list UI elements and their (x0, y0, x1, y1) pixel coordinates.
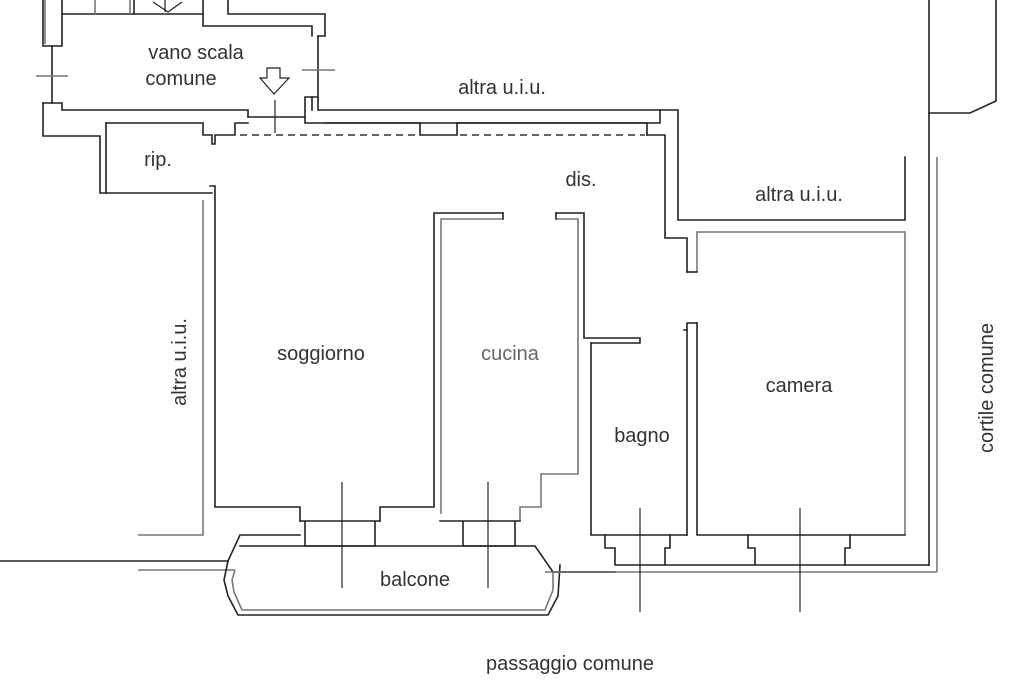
label-altra-uiu-right: altra u.i.u. (755, 184, 843, 206)
label-altra-uiu-left: altra u.i.u. (169, 318, 191, 406)
stairwell-walls (36, 0, 661, 194)
corridor-top (240, 109, 906, 535)
label-soggiorno: soggiorno (277, 343, 365, 365)
label-cortile-comune: cortile comune (976, 323, 998, 453)
label-dis: dis. (565, 169, 596, 191)
label-vano-scala-line1: vano scala (148, 42, 244, 64)
building-right (928, 0, 997, 572)
label-balcone: balcone (380, 569, 450, 591)
label-altra-uiu-top: altra u.i.u. (458, 77, 546, 99)
entrance-arrow-icon (258, 67, 291, 95)
balcone-walls (223, 482, 937, 616)
stair-arrow-icon (152, 0, 183, 13)
soggiorno-walls (0, 185, 301, 571)
label-bagno: bagno (614, 425, 670, 447)
bagno-camera-walls (683, 322, 906, 536)
label-camera: camera (766, 375, 834, 397)
cucina-walls (379, 212, 688, 536)
label-cucina: cucina (481, 343, 540, 365)
label-vano-scala-line2: comune (145, 68, 216, 90)
label-passaggio-comune: passaggio comune (486, 653, 654, 675)
label-rip: rip. (144, 149, 172, 171)
